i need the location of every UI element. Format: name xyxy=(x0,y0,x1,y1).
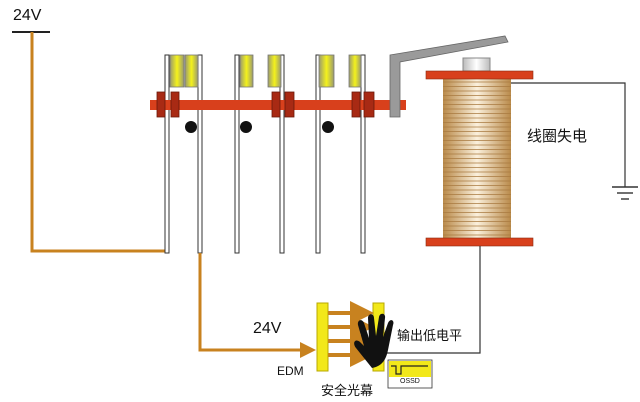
output-low-label: 输出低电平 xyxy=(397,328,463,343)
bar-clamps xyxy=(156,91,375,118)
armature-lever xyxy=(389,35,509,118)
ground-icon xyxy=(612,186,638,200)
edm-arrow-icon xyxy=(300,342,316,358)
ossd-indicator xyxy=(387,359,433,389)
supply-wire xyxy=(30,32,168,253)
coil-ground-wire xyxy=(511,82,626,187)
relay-coil xyxy=(425,57,534,247)
edm-supply-label: 24V xyxy=(253,320,282,337)
contact-rods xyxy=(164,54,366,254)
coil-state-label: 线圈失电 xyxy=(527,128,588,145)
pivot-dots xyxy=(185,121,334,133)
coil-signal-wire xyxy=(385,246,481,354)
hand-icon xyxy=(354,313,394,368)
edm-wire xyxy=(198,253,306,352)
light-curtain-label: 安全光幕 xyxy=(321,383,374,398)
contact-pads xyxy=(169,54,362,88)
supply-label-top: 24V xyxy=(13,7,42,24)
edm-label: EDM xyxy=(277,364,304,378)
ossd-label: OSSD xyxy=(400,378,420,385)
